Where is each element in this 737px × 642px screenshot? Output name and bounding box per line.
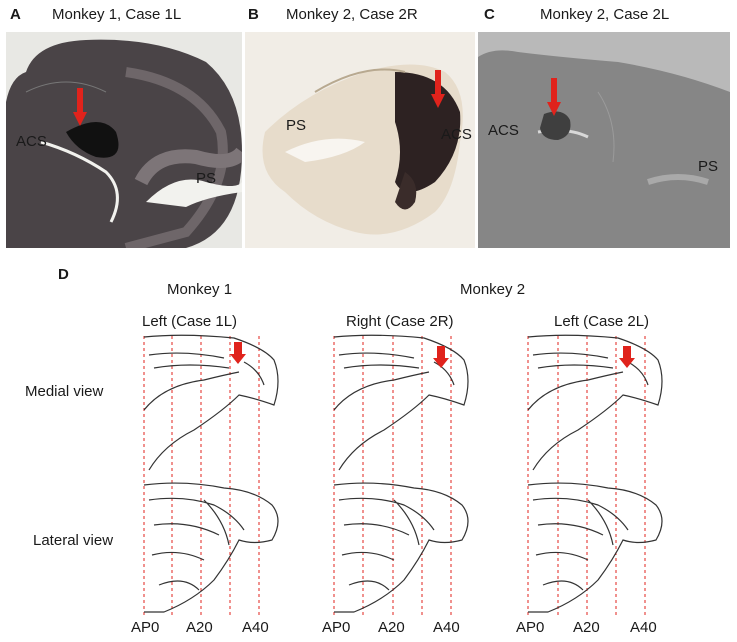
column-2-heading: Right (Case 2R)	[346, 313, 454, 330]
monkey2-heading: Monkey 2	[460, 281, 526, 298]
panel-b-ps-label: PS	[286, 117, 307, 134]
panel-c-acs-label: ACS	[488, 122, 519, 139]
medial-outline-2	[333, 334, 469, 471]
column-1-heading: Left (Case 1L)	[142, 313, 238, 330]
injection-arrow-3	[619, 346, 635, 368]
panel-b-arrow	[431, 70, 445, 113]
tick-ap0-3: AP0	[516, 619, 545, 636]
injection-arrow-1	[230, 342, 246, 364]
panel-a-arrow	[73, 88, 87, 131]
panel-b-title: Monkey 2, Case 2R	[286, 6, 418, 23]
panel-c-arrow	[547, 78, 561, 121]
tick-a40-2: A40	[433, 619, 460, 636]
tick-ap0-2: AP0	[322, 619, 351, 636]
lateral-outline-1	[143, 482, 279, 613]
injection-arrow-2	[433, 346, 449, 368]
lateral-outline-3	[527, 482, 663, 613]
column-3-heading: Left (Case 2L)	[554, 313, 650, 330]
monkey1-heading: Monkey 1	[167, 281, 233, 298]
tick-a40-1: A40	[242, 619, 269, 636]
tick-ap0-1: AP0	[131, 619, 160, 636]
panel-c-ps-label: PS	[698, 158, 719, 175]
medial-outline-3	[527, 334, 663, 471]
panel-a-acs-label: ACS	[16, 133, 47, 150]
tick-a20-2: A20	[378, 619, 405, 636]
panel-c-image	[478, 32, 730, 248]
panel-b-acs-label: ACS	[441, 126, 472, 143]
tick-a40-3: A40	[630, 619, 657, 636]
lateral-outline-2	[333, 482, 469, 613]
lateral-view-label: Lateral view	[33, 532, 114, 549]
medial-view-label: Medial view	[25, 383, 104, 400]
panel-d-letter: D	[58, 266, 69, 283]
tick-a20-1: A20	[186, 619, 213, 636]
medial-outline-1	[143, 334, 279, 471]
panel-c-letter: C	[484, 6, 495, 23]
panel-a-image	[6, 32, 242, 248]
panel-a-letter: A	[10, 6, 21, 23]
panel-a-ps-label: PS	[196, 170, 217, 187]
panel-c-title: Monkey 2, Case 2L	[540, 6, 670, 23]
panel-b-letter: B	[248, 6, 259, 23]
panel-a-title: Monkey 1, Case 1L	[52, 6, 182, 23]
tick-a20-3: A20	[573, 619, 600, 636]
panel-b-image	[245, 32, 475, 248]
